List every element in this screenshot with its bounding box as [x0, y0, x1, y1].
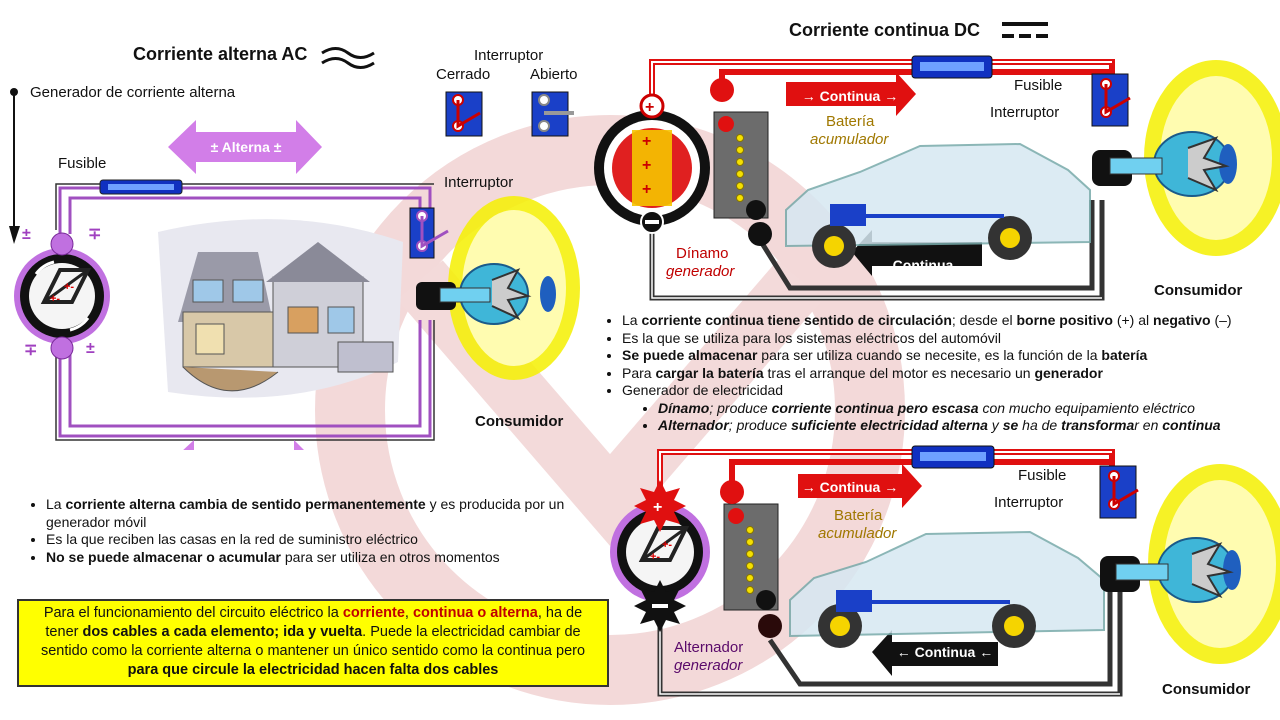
svg-text:+-: +- — [64, 281, 74, 293]
dc-dynamo-label: Dínamo — [676, 245, 729, 262]
dc2-battery-sub: acumulador — [818, 525, 897, 542]
dc-bullet-4: Para cargar la batería tras el arranque … — [622, 365, 1274, 383]
dc-bullet-5: Generador de electricidad Dínamo; produc… — [622, 382, 1274, 435]
ac-bullets: La corriente alterna cambia de sentido p… — [26, 496, 566, 566]
dc2-fuse-label: Fusible — [1018, 467, 1067, 484]
svg-text:+-: +- — [650, 551, 660, 563]
dc-fuse-label: Fusible — [1014, 77, 1063, 94]
dc-bullet-1: La corriente continua tiene sentido de c… — [622, 312, 1274, 330]
dc2-switch-label: Interruptor — [994, 494, 1064, 511]
gen-sym-br: ± — [86, 340, 95, 357]
ac-alt-bottom-arrow — [183, 440, 304, 450]
dc-symbol-icon — [1002, 22, 1048, 38]
gen-sym-bl: ∓ — [24, 342, 38, 359]
ac-alt-bottom-label: ± Alterna ± — [208, 458, 280, 474]
dc-top-circuit: + + + + — [594, 55, 1280, 301]
dc2-consumer-label: Consumidor — [1162, 681, 1251, 698]
dc2-continua-right: → Continua → — [801, 479, 899, 495]
ac-switch-label: Interruptor — [444, 174, 514, 191]
switch-open-label: Abierto — [530, 66, 578, 83]
ac-title: Corriente alterna AC — [133, 44, 308, 64]
ac-bullet-1: La corriente alterna cambia de sentido p… — [46, 496, 566, 531]
svg-text:+-: +- — [662, 539, 672, 551]
svg-text:+: + — [642, 181, 651, 198]
dc-bullets: La corriente continua tiene sentido de c… — [602, 312, 1274, 435]
dc-bullet-3: Se puede almacenar para ser utiliza cuan… — [622, 347, 1274, 365]
dc-continua-right: → Continua → — [801, 88, 899, 104]
svg-text:+-: +- — [50, 293, 60, 305]
ac-alt-top-arrow — [168, 120, 322, 174]
dc-consumer-label: Consumidor — [1154, 282, 1243, 299]
ac-alt-top-label: ± Alterna ± — [210, 139, 282, 155]
dc-bullet-2: Es la que se utiliza para los sistemas e… — [622, 330, 1274, 348]
ac-circuit: +- +- — [14, 120, 580, 450]
dc-battery-label: Batería — [826, 113, 875, 130]
dc-dynamo-sub: generador — [666, 263, 735, 280]
svg-text:+: + — [642, 157, 651, 174]
ac-bullet-3: No se puede almacenar o acumular para se… — [46, 549, 566, 567]
dc-battery-sub: acumulador — [810, 131, 889, 148]
dc2-alternator-sub: generador — [674, 657, 743, 674]
svg-text:+: + — [653, 499, 662, 516]
dc-sub-bullet-1: Dínamo; produce corriente continua pero … — [658, 400, 1274, 418]
switch-closed-label: Cerrado — [436, 66, 491, 83]
switch-title: Interruptor — [474, 47, 544, 64]
switch-closed-icon — [445, 91, 483, 137]
ac-wave-icon — [321, 47, 375, 69]
ac-fuse-label: Fusible — [58, 155, 107, 172]
dc-title: Corriente continua DC — [789, 20, 981, 40]
dc2-alternator-label: Alternador — [674, 639, 744, 656]
svg-text:+: + — [642, 133, 651, 150]
dc-sub-bullet-2: Alternador; produce suficiente electrici… — [658, 417, 1274, 435]
dc-switch-label: Interruptor — [990, 104, 1060, 121]
generator-pointer — [9, 88, 20, 244]
dc-continua-left: ← Continua ← — [874, 257, 972, 273]
svg-text:+: + — [645, 99, 654, 116]
dc-bottom-circuit: +- +- + — [610, 445, 1280, 697]
ac-bullet-2: Es la que reciben las casas en la red de… — [46, 531, 566, 549]
gen-sym-tl: ± — [22, 226, 31, 243]
switch-open-icon — [531, 91, 574, 137]
dc2-battery-label: Batería — [834, 507, 883, 524]
circuit-note: Para el funcionamiento del circuito eléc… — [17, 599, 609, 687]
ac-consumer-label: Consumidor — [475, 413, 564, 430]
gen-sym-tr: ∓ — [88, 226, 102, 243]
dc2-continua-left: ← Continua ← — [896, 644, 994, 660]
house-illustration — [158, 219, 403, 398]
ac-generator-label: Generador de corriente alterna — [30, 84, 236, 101]
